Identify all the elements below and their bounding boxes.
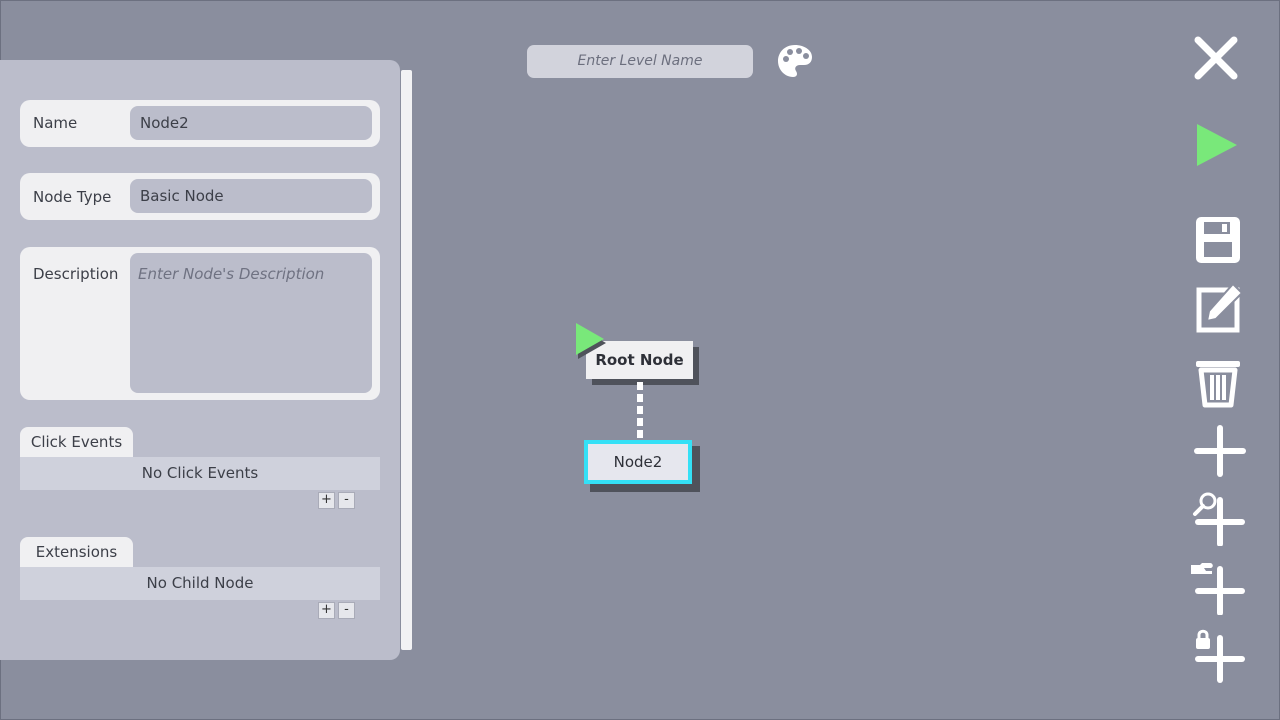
level-name-input[interactable]: Enter Level Name <box>527 45 753 78</box>
remove-extension-button[interactable]: - <box>338 602 355 619</box>
play-button[interactable] <box>1186 117 1250 173</box>
description-row: Description Enter Node's Description <box>20 247 380 400</box>
close-button[interactable] <box>1186 30 1250 86</box>
save-button[interactable] <box>1186 212 1250 268</box>
edit-icon <box>1196 282 1244 333</box>
add-search-node-icon <box>1193 492 1245 547</box>
node-type-row: Node Type Basic Node <box>20 173 380 220</box>
add-node-icon <box>1194 425 1246 477</box>
description-textarea[interactable]: Enter Node's Description <box>130 253 372 393</box>
name-input[interactable]: Node2 <box>130 106 372 140</box>
remove-click-event-button[interactable]: - <box>338 492 355 509</box>
add-lock-node-button[interactable] <box>1186 628 1250 684</box>
add-click-event-button[interactable]: + <box>318 492 335 509</box>
extensions-tab[interactable]: Extensions <box>20 537 133 567</box>
add-search-node-button[interactable] <box>1186 490 1250 547</box>
add-lock-node-icon <box>1195 629 1245 683</box>
add-extension-button[interactable]: + <box>318 602 335 619</box>
description-label: Description <box>33 265 119 283</box>
save-icon <box>1196 217 1240 263</box>
delete-icon <box>1196 361 1240 408</box>
name-label: Name <box>33 114 78 132</box>
add-node-button[interactable] <box>1186 423 1250 479</box>
node-type-label: Node Type <box>33 188 112 206</box>
click-events-list: No Click Events <box>20 457 380 490</box>
child-node-selected[interactable]: Node2 <box>584 440 692 484</box>
palette-icon[interactable] <box>776 42 814 80</box>
root-node[interactable]: Root Node <box>586 341 693 379</box>
node-type-select[interactable]: Basic Node <box>130 179 372 213</box>
extensions-list: No Child Node <box>20 567 380 600</box>
add-hand-node-icon <box>1191 563 1245 616</box>
node-connector <box>637 382 643 438</box>
start-flag-icon <box>576 323 606 359</box>
click-events-tab[interactable]: Click Events <box>20 427 133 457</box>
play-icon <box>1197 124 1237 166</box>
add-hand-node-button[interactable] <box>1186 559 1250 616</box>
close-icon <box>1194 36 1238 80</box>
inspector-scrollbar[interactable] <box>401 70 412 650</box>
name-field-row: Name Node2 <box>20 100 380 147</box>
delete-button[interactable] <box>1186 355 1250 411</box>
edit-button[interactable] <box>1186 282 1250 338</box>
